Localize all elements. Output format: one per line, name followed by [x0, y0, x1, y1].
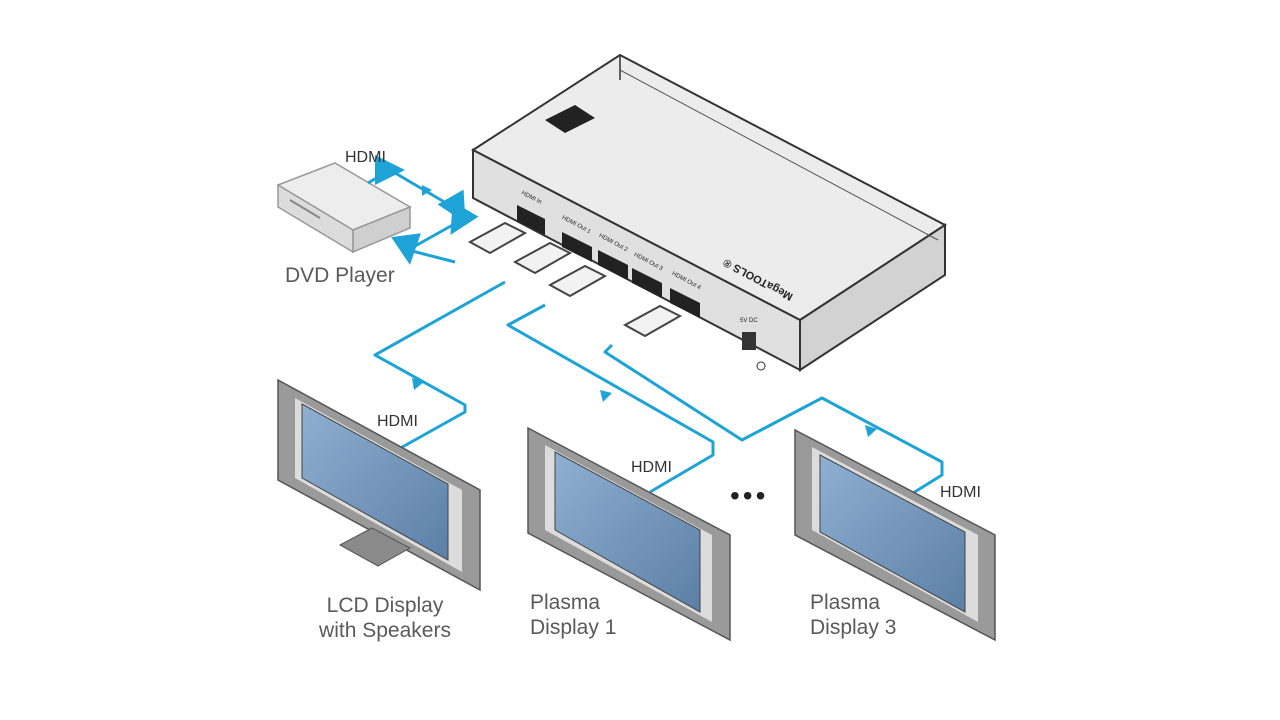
more-displays-ellipsis: •••	[730, 480, 769, 511]
plasma-3-screen	[819, 454, 966, 613]
power-jack	[742, 332, 756, 350]
plasma-display-1-label: Plasma Display 1	[530, 590, 616, 640]
plug-out-1	[512, 241, 573, 275]
lcd-display	[277, 378, 481, 592]
lcd-display-label-line-2: with Speakers	[319, 619, 451, 643]
cable-label-dvd: HDMI	[345, 149, 386, 166]
cable-label-plasma-1: HDMI	[631, 459, 672, 476]
power-label: 5V DC	[740, 318, 758, 324]
cable-label-lcd: HDMI	[377, 413, 418, 430]
cable-out2-plasma1	[506, 303, 715, 494]
lcd-screen	[301, 403, 449, 561]
lcd-display-label-line-1: LCD Display	[326, 594, 444, 617]
plasma-display-3	[794, 428, 996, 642]
dvd-player	[276, 162, 412, 254]
hdmi-port-in	[517, 205, 545, 235]
hdmi-port-out-3	[632, 268, 662, 298]
hdmi-cables	[367, 155, 944, 500]
hdmi-port-out-2	[598, 250, 628, 280]
cable-out1-lcd	[373, 280, 506, 457]
plasma-1-screen	[554, 451, 701, 613]
plug-in	[467, 221, 528, 255]
splitter-device	[471, 53, 947, 372]
plug-out-4	[622, 304, 683, 338]
lcd-display-label: LCD Display with Speakers	[295, 593, 475, 643]
ground-screw	[756, 361, 766, 371]
splitter-side	[799, 223, 946, 372]
brand-logo	[545, 105, 595, 133]
dvd-player-label: DVD Player	[285, 264, 395, 287]
hdmi-port-out-1	[562, 232, 592, 262]
hdmi-port-out-4	[670, 288, 700, 318]
plug-out-2	[547, 264, 608, 298]
cable-dvd-to-splitter	[367, 155, 479, 265]
plasma-display-3-label: Plasma Display 3	[810, 590, 896, 640]
cable-out4-plasma3	[603, 343, 944, 500]
plasma-display-1	[527, 426, 731, 642]
plasma-display-3-label-line-1: Plasma	[810, 591, 881, 614]
plasma-display-1-label-line-2: Display 1	[530, 616, 617, 640]
hdmi-plugs	[467, 221, 683, 338]
plasma-display-3-label-line-2: Display 3	[810, 616, 897, 640]
plasma-display-1-label-line-1: Plasma	[530, 591, 601, 614]
lcd-stand	[338, 527, 412, 567]
cable-label-plasma-3: HDMI	[940, 484, 981, 501]
